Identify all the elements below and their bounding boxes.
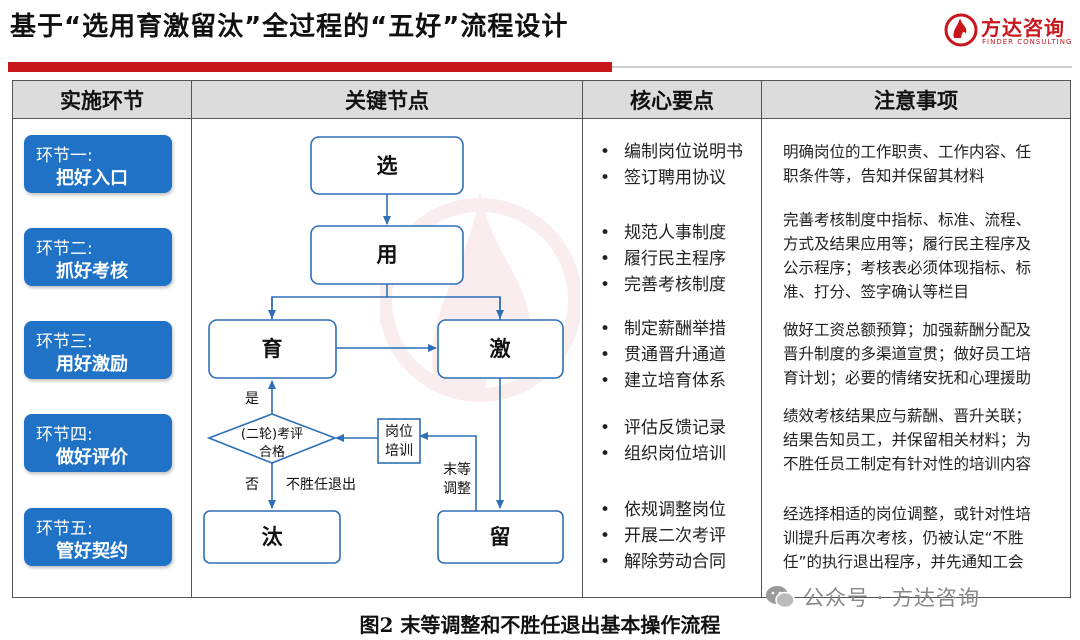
arrow-liu-training xyxy=(419,432,477,512)
wechat-watermark: 公众号 · 方达咨询 xyxy=(765,582,980,612)
points-group-5: •依规调整岗位 •开展二次考评 •解除劳动合同 xyxy=(600,497,726,575)
list-item: •履行民主程序 xyxy=(600,249,726,269)
notes-group-2: 完善考核制度中指标、标准、流程、 方式及结果应用等；履行民主程序及 公示程序；考… xyxy=(783,211,1032,301)
list-item: •组织岗位培训 xyxy=(600,444,726,464)
list-item: •依规调整岗位 xyxy=(600,500,726,520)
no-label: 否 xyxy=(245,477,259,493)
stage-number: 环节一: xyxy=(36,146,93,166)
column-divider xyxy=(582,80,583,598)
stage-badge-4: 环节四: 做好评价 xyxy=(24,414,172,472)
list-item: •开展二次考评 xyxy=(600,526,726,546)
header-key-nodes: 关键节点 xyxy=(192,81,582,119)
node-ji xyxy=(437,319,564,379)
list-item: •评估反馈记录 xyxy=(600,418,726,438)
node-yu xyxy=(208,319,337,379)
list-item: •解除劳动合同 xyxy=(600,552,726,572)
node-liu-label: 留 xyxy=(490,525,511,549)
list-item: •制定薪酬举措 xyxy=(600,319,726,339)
node-xuan-label: 选 xyxy=(377,154,398,178)
logo-flame-icon xyxy=(944,13,978,47)
wechat-icon xyxy=(766,586,795,609)
notes-group-3: 做好工资总额预算；加强薪酬分配及 晋升制度的多渠道宣贯；做好员工培 育计划；必要… xyxy=(783,321,1032,387)
yes-label: 是 xyxy=(245,391,259,407)
notes-group-5: 经选择相适的岗位调整，或针对性培 训提升后再次考核，仍被认定“不胜 任”的执行退… xyxy=(783,505,1032,571)
list-item: •建立培育体系 xyxy=(600,371,726,391)
logo-subtext: FINDER CONSULTING xyxy=(982,38,1073,46)
node-yong-label: 用 xyxy=(377,243,398,267)
points-group-4: •评估反馈记录 •组织岗位培训 xyxy=(600,415,726,467)
node-decision xyxy=(206,413,338,464)
node-liu xyxy=(437,510,564,564)
list-item: •编制岗位说明书 xyxy=(600,142,743,162)
column-divider xyxy=(761,80,762,598)
stage-name: 把好入口 xyxy=(56,168,128,189)
node-training xyxy=(377,418,421,464)
node-ji-label: 激 xyxy=(490,337,511,361)
last-adjust-label-1: 末等 xyxy=(443,461,471,478)
list-item: •完善考核制度 xyxy=(600,275,726,295)
page-title: 基于“选用育激留汰”全过程的“五好”流程设计 xyxy=(10,12,569,42)
stage-number: 环节二: xyxy=(36,239,93,259)
node-tai-label: 汰 xyxy=(262,525,284,549)
company-logo: 方达咨询 FINDER CONSULTING xyxy=(944,10,1074,50)
node-yu-label: 育 xyxy=(262,337,283,361)
list-item: •签订聘用协议 xyxy=(600,168,726,188)
figure-caption: 图2 末等调整和不胜任退出基本操作流程 xyxy=(359,613,721,637)
connector-branch xyxy=(271,296,501,320)
header-notes: 注意事项 xyxy=(762,81,1070,119)
table-frame xyxy=(12,80,1071,598)
title-red-bar xyxy=(8,62,612,72)
points-group-2: •规范人事制度 •履行民主程序 •完善考核制度 xyxy=(600,220,726,298)
node-yong xyxy=(310,225,464,285)
stage-badge-2: 环节二: 抓好考核 xyxy=(24,228,172,286)
list-item: •贯通晋升通道 xyxy=(600,345,726,365)
stage-badge-3: 环节三: 用好激励 xyxy=(24,321,172,379)
node-tai xyxy=(203,510,341,564)
stage-name: 管好契约 xyxy=(56,541,128,562)
column-divider xyxy=(191,80,192,598)
points-group-3: •制定薪酬举措 •贯通晋升通道 •建立培育体系 xyxy=(600,316,726,394)
logo-text: 方达咨询 xyxy=(981,16,1065,40)
decision-label-1: (二轮)考评 xyxy=(241,427,303,442)
notes-group-4: 绩效考核结果应与薪酬、晋升关联； 结果告知员工，并保留相关材料；为 不胜任员工制… xyxy=(783,407,1032,473)
stage-badge-1: 环节一: 把好入口 xyxy=(24,135,172,193)
stage-number: 环节四: xyxy=(36,425,93,445)
node-xuan xyxy=(310,136,464,195)
stage-name: 抓好考核 xyxy=(56,261,128,282)
notes-group-1: 明确岗位的工作职责、工作内容、任 职条件等，告知并保留其材料 xyxy=(783,143,1032,185)
stage-name: 用好激励 xyxy=(56,354,128,375)
last-adjust-label-2: 调整 xyxy=(443,481,471,497)
stage-number: 环节五: xyxy=(36,519,93,539)
list-item: •规范人事制度 xyxy=(600,223,726,243)
stage-number: 环节三: xyxy=(36,332,93,352)
header-stage: 实施环节 xyxy=(13,81,191,119)
stage-badge-5: 环节五: 管好契约 xyxy=(24,508,172,566)
training-label-1: 岗位 xyxy=(385,424,413,440)
training-label-2: 培训 xyxy=(385,443,413,459)
title-grey-line xyxy=(612,66,1072,68)
header-core-points: 核心要点 xyxy=(583,81,761,119)
decision-label-2: 合格 xyxy=(259,444,285,460)
points-group-1: •编制岗位说明书 •签订聘用协议 xyxy=(600,139,743,191)
stage-name: 做好评价 xyxy=(56,447,128,468)
exit-label: 不胜任退出 xyxy=(286,477,356,493)
